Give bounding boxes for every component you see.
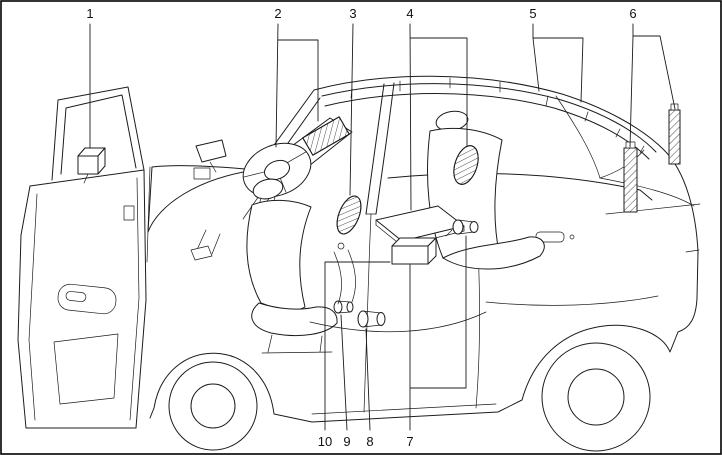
callout-label-10: 10 — [318, 434, 332, 449]
component-4-rear-seat-module — [453, 145, 479, 185]
component-8-sensor — [357, 310, 386, 328]
leader-2 — [275, 23, 319, 148]
leader-6 — [629, 23, 676, 148]
component-4-floor-plate — [375, 205, 465, 247]
rear-door-handle — [535, 231, 575, 243]
rear-wheel-hub — [567, 368, 625, 426]
front-wheel-hub — [190, 383, 236, 429]
callout-label-7: 7 — [406, 434, 413, 449]
callout-label-5: 5 — [529, 6, 536, 21]
leader-4 — [409, 23, 468, 211]
component-2-passenger-airbag — [302, 116, 350, 156]
callout-label-9: 9 — [343, 434, 350, 449]
component-3-seat-side-airbag — [336, 195, 362, 235]
front-wheel — [168, 361, 258, 451]
leader-8 — [365, 328, 371, 431]
front-seat — [246, 178, 338, 354]
callout-leader-lines — [89, 23, 676, 431]
component-6-rail-sections — [623, 103, 681, 213]
leader-3 — [349, 23, 354, 196]
component-7-control-module — [391, 237, 437, 265]
component-5-roof-rail-airbag — [321, 77, 657, 160]
component-9-sensor — [333, 300, 354, 314]
leader-7 — [409, 235, 467, 431]
callout-label-8: 8 — [366, 434, 373, 449]
floor-sensor-right — [445, 219, 479, 237]
side-mirror — [195, 139, 227, 173]
callout-label-3: 3 — [349, 6, 356, 21]
leader-9 — [340, 314, 348, 431]
leader-10 — [324, 261, 391, 431]
callout-label-4: 4 — [406, 6, 413, 21]
callout-labels: 1 2 3 4 5 6 10 9 8 7 — [86, 6, 636, 449]
open-front-door — [17, 86, 147, 429]
callout-label-1: 1 — [86, 6, 93, 21]
rear-wheel — [541, 342, 651, 452]
wheels — [168, 342, 651, 452]
component-1-door-module — [77, 147, 106, 184]
callout-label-2: 2 — [274, 6, 281, 21]
leader-5 — [532, 23, 584, 103]
interior — [190, 110, 545, 354]
pedals — [190, 229, 221, 261]
car-body — [146, 75, 701, 423]
callout-label-6: 6 — [629, 6, 636, 21]
